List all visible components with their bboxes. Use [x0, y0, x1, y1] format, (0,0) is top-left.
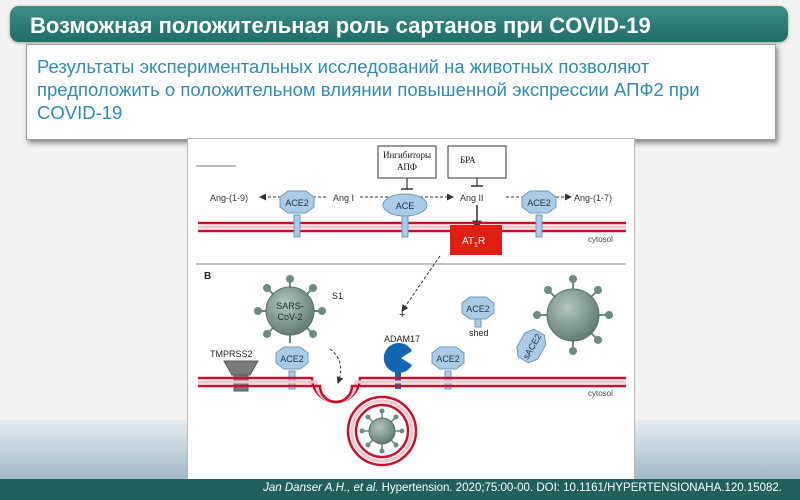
cytosol-a-label: cytosol: [588, 235, 613, 244]
ace2-shed-label: ACE2: [466, 304, 490, 314]
bra-label: БРА: [460, 155, 476, 165]
title-bar: Возможная положительная роль сартанов пр…: [10, 6, 788, 42]
at1r-receptor: AT1R: [450, 225, 502, 255]
virus-with-sace2: sACE2: [516, 275, 613, 364]
ang-1-7-label: Ang-(1-7): [574, 193, 612, 203]
ace-inhibitors-label-2: АПФ: [397, 162, 417, 172]
raas-diagram: Ингибиторы АПФ БРА Ang-(1-9) Ang I Ang I…: [196, 145, 626, 467]
plus-sign: +: [399, 309, 405, 321]
endosome: [346, 395, 418, 467]
at1r-label: AT1R: [462, 236, 485, 249]
ace-inhibitors-box: Ингибиторы АПФ: [377, 145, 437, 179]
virus-label-2: CoV-2: [277, 312, 302, 322]
virus-label-1: SARS-: [276, 301, 304, 311]
sars-cov-2-virus: SARS- CoV-2: [254, 275, 326, 343]
ace2-shed-enzyme: ACE2: [461, 296, 495, 328]
adam17-protein: [383, 343, 412, 389]
citation-authors: Jan Danser A.H., et al.: [263, 482, 379, 494]
citation-source: Hypertension. 2020;75:00-00. DOI: 10.116…: [381, 482, 782, 494]
at1r-to-adam17-arrow: [401, 255, 441, 312]
ace2-bound-label: ACE2: [280, 354, 304, 364]
ace2-enzyme-right: ACE2: [521, 190, 557, 238]
tmprss2-label: TMPRSS2: [210, 349, 253, 359]
citation-bar: Jan Danser A.H., et al. Hypertension. 20…: [0, 479, 800, 500]
ang-2-label: Ang II: [460, 193, 484, 203]
ang-1-label: Ang I: [333, 193, 354, 203]
slide-subtitle: Результаты экспериментальных исследовани…: [37, 56, 700, 123]
ace2-enzyme-left: ACE2: [279, 190, 315, 238]
sace2-enzyme: sACE2: [516, 328, 547, 364]
ace2-bound-enzyme: ACE2: [275, 346, 309, 390]
ace-enzyme: ACE: [382, 193, 428, 238]
ace-label: ACE: [396, 201, 415, 211]
ang-1-9-label: Ang-(1-9): [210, 193, 248, 203]
membrane-a: [198, 221, 626, 233]
bra-box: БРА: [447, 145, 507, 179]
shed-label: shed: [469, 328, 489, 338]
membrane-b: [198, 376, 626, 404]
diagram-figure: Ингибиторы АПФ БРА Ang-(1-9) Ang I Ang I…: [187, 138, 635, 484]
adam17-label: ADAM17: [384, 334, 420, 344]
cytosol-b-label: cytosol: [588, 389, 613, 398]
ace2-membrane-enzyme: ACE2: [431, 346, 465, 390]
subtitle-box: Результаты экспериментальных исследовани…: [26, 44, 776, 140]
slide-title: Возможная положительная роль сартанов пр…: [30, 13, 651, 38]
panel-b-label: B: [204, 271, 211, 282]
ace2-left-label: ACE2: [285, 198, 309, 208]
s1-label: S1: [332, 291, 343, 301]
ace-inhibitors-label-1: Ингибиторы: [383, 150, 431, 160]
citation: Jan Danser A.H., et al. Hypertension. 20…: [263, 482, 782, 494]
ace2-right-label: ACE2: [527, 198, 551, 208]
endocytosis-arrow: [329, 348, 344, 384]
ace2-membrane-label: ACE2: [436, 354, 460, 364]
